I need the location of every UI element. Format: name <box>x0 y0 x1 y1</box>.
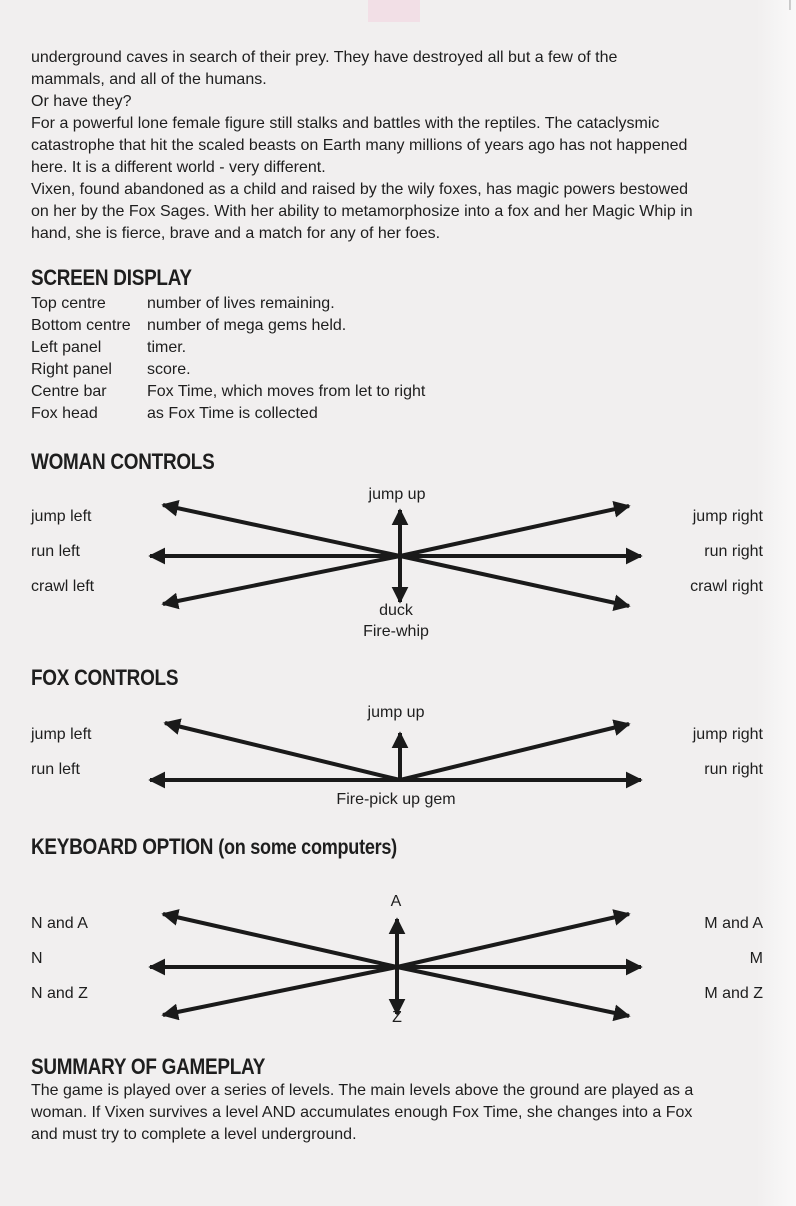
intro-text: underground caves in search of their pre… <box>31 47 771 245</box>
woman-label-jump-up: jump up <box>368 486 426 503</box>
fox-label-jump-left: jump left <box>31 726 92 743</box>
display-key: Fox head <box>31 405 98 422</box>
display-value: Fox Time, which moves from let to right <box>147 383 426 400</box>
display-key: Bottom centre <box>31 317 131 334</box>
intro-line: underground caves in search of their pre… <box>31 49 618 66</box>
intro-line: catastrophe that hit the scaled beasts o… <box>31 137 688 154</box>
display-row: Top centre number of lives remaining. <box>31 293 425 315</box>
woman-label-jump-left: jump left <box>31 508 92 525</box>
key-label-m: M <box>749 950 763 967</box>
display-key: Left panel <box>31 339 102 356</box>
intro-line: hand, she is fierce, brave and a match f… <box>31 225 441 242</box>
fox-label-jump-right: jump right <box>692 726 763 743</box>
display-value: number of lives remaining. <box>147 295 335 312</box>
keyboard-option-title: KEYBOARD OPTION <box>31 834 214 859</box>
intro-line: For a powerful lone female figure still … <box>31 115 660 132</box>
display-row: Right panel score. <box>31 359 425 381</box>
summary-line: and must try to complete a level undergr… <box>31 1126 357 1143</box>
woman-label-run-left: run left <box>31 543 80 560</box>
summary-heading: SUMMARY OF GAMEPLAY <box>31 1054 266 1079</box>
arrow-fox-jump-right <box>399 719 631 782</box>
arrow-crawl-left <box>161 554 401 610</box>
fox-label-run-right: run right <box>704 761 763 778</box>
fox-controls-diagram <box>148 718 643 789</box>
summary-line: woman. If Vixen survives a level AND acc… <box>31 1104 693 1121</box>
display-row: Fox head as Fox Time is collected <box>31 403 425 425</box>
arrow-crawl-right <box>399 554 631 611</box>
pink-smudge <box>368 0 420 22</box>
key-label-m-and-z: M and Z <box>704 985 763 1002</box>
fox-label-fire: Fire-pick up gem <box>336 791 456 808</box>
display-key: Top centre <box>31 295 106 312</box>
display-row: Bottom centre number of mega gems held. <box>31 315 425 337</box>
intro-line: on her by the Fox Sages. With her abilit… <box>31 203 693 220</box>
key-label-z: Z <box>392 1009 402 1026</box>
arrow-key-m-and-a <box>396 909 631 969</box>
keyboard-option-heading: KEYBOARD OPTION (on some computers) <box>31 834 397 860</box>
display-key: Right panel <box>31 361 112 378</box>
woman-label-crawl-right: crawl right <box>690 578 763 595</box>
key-label-n: N <box>31 950 43 967</box>
woman-label-fire: Fire-whip <box>363 623 429 640</box>
keyboard-diagram <box>148 909 643 1022</box>
summary-line: The game is played over a series of leve… <box>31 1082 694 1099</box>
key-label-a: A <box>390 893 402 910</box>
display-row: Centre bar Fox Time, which moves from let… <box>31 381 425 403</box>
intro-line: Or have they? <box>31 93 132 110</box>
fox-label-jump-up: jump up <box>367 704 425 721</box>
woman-label-crawl-left: crawl left <box>31 578 95 595</box>
screen-display-table: Top centre number of lives remaining. Bot… <box>31 293 425 425</box>
display-value: score. <box>147 361 191 378</box>
arrow-key-m-and-z <box>396 965 631 1022</box>
fox-controls-heading: FOX CONTROLS <box>31 665 179 690</box>
arrow-jump-left <box>161 499 401 558</box>
intro-line: Vixen, found abandoned as a child and ra… <box>31 181 688 198</box>
screen-display-heading: SCREEN DISPLAY <box>31 265 192 290</box>
keyboard-option-subtitle: (on some computers) <box>218 836 397 859</box>
summary-text: The game is played over a series of leve… <box>31 1080 771 1146</box>
intro-line: mammals, and all of the humans. <box>31 71 267 88</box>
display-key: Centre bar <box>31 383 107 400</box>
woman-label-run-right: run right <box>704 543 763 560</box>
arrow-key-n-and-a <box>161 909 398 969</box>
key-label-n-and-z: N and Z <box>31 985 88 1002</box>
fox-label-run-left: run left <box>31 761 80 778</box>
display-value: timer. <box>147 339 187 356</box>
woman-controls-diagram <box>148 499 643 611</box>
arrow-key-n-and-z <box>161 965 398 1021</box>
arrow-fox-jump-left <box>163 718 401 782</box>
woman-controls-heading: WOMAN CONTROLS <box>31 449 215 474</box>
page-edge <box>756 0 796 1206</box>
display-value: as Fox Time is collected <box>147 405 318 422</box>
display-value: number of mega gems held. <box>147 317 347 334</box>
woman-label-jump-right: jump right <box>692 508 763 525</box>
woman-label-duck: duck <box>379 602 413 619</box>
key-label-m-and-a: M and A <box>704 915 763 932</box>
key-label-n-and-a: N and A <box>31 915 88 932</box>
intro-line: here. It is a different world - very dif… <box>31 159 326 176</box>
display-row: Left panel timer. <box>31 337 425 359</box>
arrow-jump-right <box>399 501 631 558</box>
